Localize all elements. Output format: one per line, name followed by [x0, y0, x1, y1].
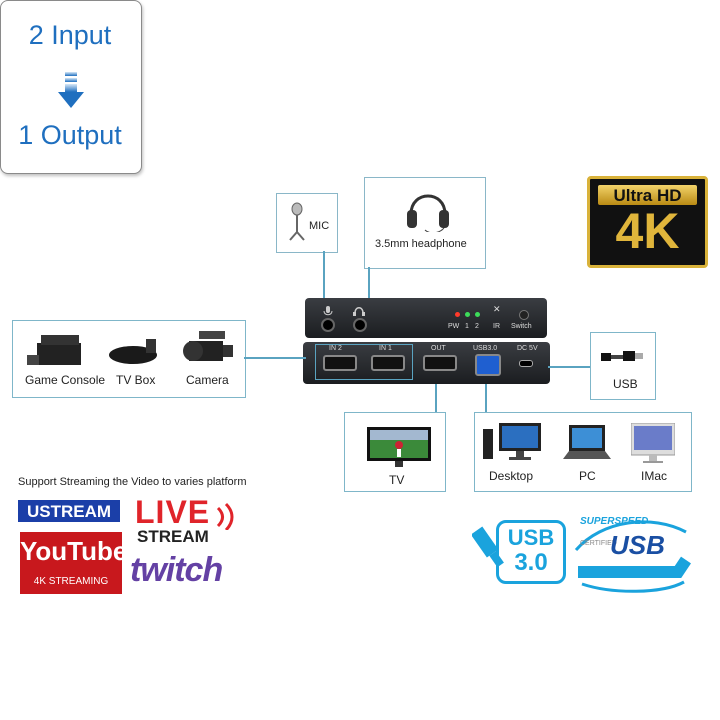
input1-led	[465, 312, 470, 317]
usb-port	[475, 354, 501, 376]
hdmi-in2-port	[323, 355, 357, 371]
usb-cable-box: USB	[590, 332, 656, 400]
pc-label: PC	[579, 469, 596, 483]
tv-label: TV	[389, 473, 405, 487]
superspeed-text: SUPERSPEED	[580, 516, 649, 527]
mic-connector	[323, 251, 325, 309]
tv-connector	[435, 384, 437, 412]
four-k-text: 4K	[615, 203, 680, 259]
headphone-jack	[353, 318, 367, 332]
output-count-label: 1 Output	[18, 120, 122, 150]
tv-box-icon	[109, 339, 157, 364]
laptop-icon	[563, 425, 611, 459]
power-led	[455, 312, 460, 317]
imac-icon	[631, 423, 675, 463]
led2-label: 2	[475, 323, 479, 330]
inputs-connector	[244, 357, 306, 359]
camera-icon	[183, 331, 233, 361]
hdmi-out-port	[423, 355, 457, 371]
ultra-hd-4k-badge: Ultra HD 4K	[587, 176, 708, 268]
youtube-logo: YouTube 4K STREAMING	[20, 532, 128, 594]
device-front-panel: IN 2 IN 1 OUT USB3.0 DC 5V	[303, 342, 550, 384]
down-arrow-icon	[58, 72, 84, 108]
headphone-box: 3.5mm headphone	[364, 177, 486, 269]
headphone-icon	[407, 194, 449, 232]
tv-display-box: TV	[344, 412, 446, 492]
tv-box-label: TV Box	[116, 373, 156, 387]
usb-port-label: USB3.0	[473, 345, 498, 352]
input-ports-highlight	[315, 344, 413, 380]
pw-label: PW	[448, 323, 460, 330]
ustream-text: USTREAM	[26, 502, 112, 521]
tv-icon	[367, 427, 431, 467]
mic-label: MIC	[309, 220, 330, 232]
usb30-version-text: 3.0	[514, 549, 548, 576]
twitch-logo: twitch	[130, 551, 240, 591]
live-text: LIVE	[135, 494, 211, 530]
input-output-panel: 2 Input 1 Output	[0, 0, 142, 174]
youtube-text: YouTube	[20, 536, 128, 566]
certified-text: CERTIFIED	[580, 540, 617, 547]
input-sources-box: Game Console TV Box Camera	[12, 320, 246, 398]
youtube-4k-text: 4K STREAMING	[33, 576, 109, 587]
out-label: OUT	[431, 345, 446, 352]
mic-jack	[321, 318, 335, 332]
stream-text: STREAM	[137, 527, 209, 546]
superspeed-usb-text: USB	[610, 530, 665, 560]
broadcast-waves-icon	[216, 502, 234, 530]
usb-label: USB	[613, 377, 638, 391]
usb-connector	[548, 366, 590, 368]
desktop-icon	[483, 423, 541, 460]
headphone-connector	[368, 267, 370, 309]
headphone-port-icon	[353, 307, 365, 316]
device-top-panel: PW 1 2 ✕ IR Switch	[305, 298, 547, 338]
switch-label: Switch	[511, 323, 532, 330]
game-console-label: Game Console	[25, 373, 106, 387]
ir-sensor-icon: ✕	[493, 304, 501, 314]
twitch-text: twitch	[130, 551, 223, 589]
computers-box: Desktop PC IMac	[474, 412, 692, 492]
pc-connector	[485, 384, 487, 412]
ir-label: IR	[493, 323, 500, 330]
input-count-label: 2 Input	[28, 20, 112, 50]
usb30-usb-text: USB	[507, 525, 555, 550]
ustream-logo: USTREAM	[18, 500, 120, 522]
switch-button[interactable]	[519, 310, 529, 320]
mic-box: MIC	[276, 193, 338, 253]
headphone-label: 3.5mm headphone	[375, 238, 467, 250]
usb-cable-icon	[601, 351, 643, 361]
input2-led	[475, 312, 480, 317]
hdmi-in1-port	[371, 355, 405, 371]
imac-label: IMac	[641, 469, 668, 483]
camera-label: Camera	[186, 373, 229, 387]
superspeed-swoosh-icon	[574, 520, 691, 593]
microphone-icon	[289, 202, 305, 241]
in1-label: IN 1	[379, 345, 392, 352]
game-console-icon	[27, 335, 81, 365]
streaming-caption: Support Streaming the Video to varies pl…	[18, 476, 247, 488]
mic-port-icon	[323, 306, 333, 316]
desktop-label: Desktop	[489, 469, 534, 483]
dc-port	[519, 360, 533, 367]
ultra-hd-text: Ultra HD	[613, 186, 682, 205]
dc-label: DC 5V	[517, 345, 538, 352]
led1-label: 1	[465, 323, 469, 330]
in2-label: IN 2	[329, 345, 342, 352]
usb30-logo: USB 3.0	[496, 520, 566, 584]
